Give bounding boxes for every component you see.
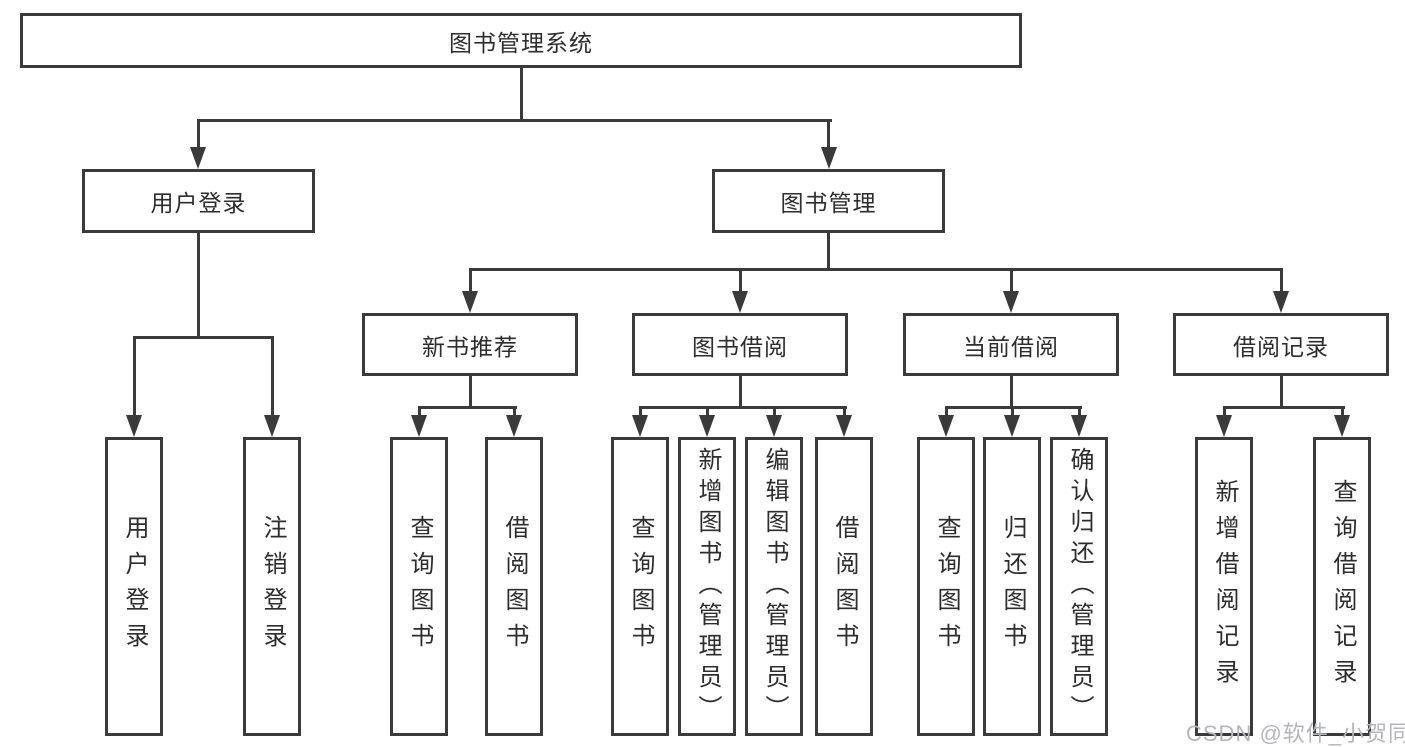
arrow-down-icon — [190, 147, 206, 169]
leaf-label: 查询借阅记录 — [1329, 478, 1356, 695]
connector-vline — [513, 406, 516, 416]
leaf-label: 新增借阅记录 — [1211, 478, 1238, 695]
leaf-edit-books-admin: 编辑图书（管理员） — [745, 437, 803, 736]
arrow-down-icon — [836, 415, 852, 437]
arrow-down-icon — [732, 291, 748, 313]
leaf-label: 确认归还（管理员） — [1066, 447, 1093, 726]
node-label: 借阅记录 — [1233, 333, 1329, 360]
leaf-label: 借阅图书 — [501, 514, 528, 659]
leaf-label: 用户登录 — [121, 514, 148, 659]
arrow-down-icon — [1334, 415, 1350, 437]
node-label: 图书管理 — [780, 190, 877, 216]
leaf-query-books-current: 查询图书 — [917, 437, 975, 736]
node-borrow-records: 借阅记录 — [1173, 313, 1389, 376]
leaf-logout: 注销登录 — [243, 437, 301, 736]
connector-vline — [739, 268, 742, 292]
connector-vline — [133, 336, 136, 416]
connector-vline — [1010, 376, 1013, 408]
connector-hline — [946, 406, 1082, 409]
leaf-label: 归还图书 — [999, 514, 1026, 659]
node-label: 图书借阅 — [692, 333, 788, 360]
connector-vline — [197, 233, 200, 338]
arrow-down-icon — [1004, 415, 1020, 437]
arrow-down-icon — [632, 415, 648, 437]
connector-vline — [1011, 406, 1014, 416]
connector-vline — [469, 376, 472, 408]
connector-vline — [1223, 406, 1226, 416]
node-library-system: 图书管理系统 — [20, 13, 1022, 68]
node-label: 图书管理系统 — [449, 29, 593, 56]
leaf-query-books-recommend: 查询图书 — [390, 437, 448, 736]
connector-vline — [1010, 268, 1013, 292]
watermark: CSDN @软件_小贺同学 — [1186, 721, 1405, 746]
connector-vline — [706, 406, 709, 416]
arrow-down-icon — [766, 415, 782, 437]
connector-vline — [639, 406, 642, 416]
connector-vline — [773, 406, 776, 416]
connector-vline — [827, 233, 830, 270]
arrow-down-icon — [1216, 415, 1232, 437]
connector-vline — [271, 336, 274, 416]
node-label: 新书推荐 — [422, 333, 518, 360]
leaf-label: 查询图书 — [406, 514, 433, 659]
arrow-down-icon — [264, 415, 280, 437]
node-label: 用户登录 — [150, 190, 247, 216]
arrow-down-icon — [411, 415, 427, 437]
arrow-down-icon — [506, 415, 522, 437]
leaf-return-books: 归还图书 — [983, 437, 1041, 736]
arrow-down-icon — [821, 147, 837, 169]
node-label: 当前借阅 — [963, 333, 1059, 360]
connector-vline — [1280, 268, 1283, 292]
leaf-user-login: 用户登录 — [105, 437, 163, 736]
connector-hline — [470, 268, 1282, 271]
node-new-book-recommend: 新书推荐 — [362, 313, 578, 376]
node-current-borrow: 当前借阅 — [903, 313, 1119, 376]
connector-vline — [520, 68, 523, 121]
node-user-login: 用户登录 — [82, 169, 315, 233]
connector-hline — [197, 119, 832, 122]
connector-vline — [1341, 406, 1344, 416]
arrow-down-icon — [1071, 415, 1087, 437]
connector-hline — [419, 406, 517, 409]
connector-vline — [1078, 406, 1081, 416]
arrow-down-icon — [699, 415, 715, 437]
connector-vline — [1280, 376, 1283, 408]
node-book-management: 图书管理 — [712, 169, 945, 233]
leaf-label: 新增图书（管理员） — [694, 447, 721, 726]
node-book-borrow: 图书借阅 — [632, 313, 848, 376]
leaf-query-books-borrow: 查询图书 — [611, 437, 669, 736]
connector-vline — [739, 376, 742, 408]
leaf-label: 借阅图书 — [831, 514, 858, 659]
connector-hline — [1224, 406, 1345, 409]
arrow-down-icon — [938, 415, 954, 437]
connector-vline — [197, 119, 200, 149]
leaf-add-borrow-record: 新增借阅记录 — [1195, 437, 1253, 736]
connector-vline — [843, 406, 846, 416]
leaf-add-books-admin: 新增图书（管理员） — [678, 437, 736, 736]
leaf-label: 查询图书 — [933, 514, 960, 659]
arrow-down-icon — [1273, 291, 1289, 313]
connector-vline — [945, 406, 948, 416]
connector-vline — [418, 406, 421, 416]
leaf-label: 查询图书 — [627, 514, 654, 659]
arrow-down-icon — [1003, 291, 1019, 313]
arrow-down-icon — [462, 291, 478, 313]
arrow-down-icon — [126, 415, 142, 437]
leaf-borrow-books: 借阅图书 — [815, 437, 873, 736]
leaf-confirm-return-admin: 确认归还（管理员） — [1050, 437, 1108, 736]
leaf-query-borrow-record: 查询借阅记录 — [1313, 437, 1371, 736]
connector-hline — [134, 336, 273, 339]
connector-vline — [827, 119, 830, 149]
leaf-label: 编辑图书（管理员） — [761, 447, 788, 726]
leaf-label: 注销登录 — [259, 514, 286, 659]
connector-vline — [469, 268, 472, 292]
leaf-borrow-books-recommend: 借阅图书 — [485, 437, 543, 736]
connector-hline — [640, 406, 847, 409]
